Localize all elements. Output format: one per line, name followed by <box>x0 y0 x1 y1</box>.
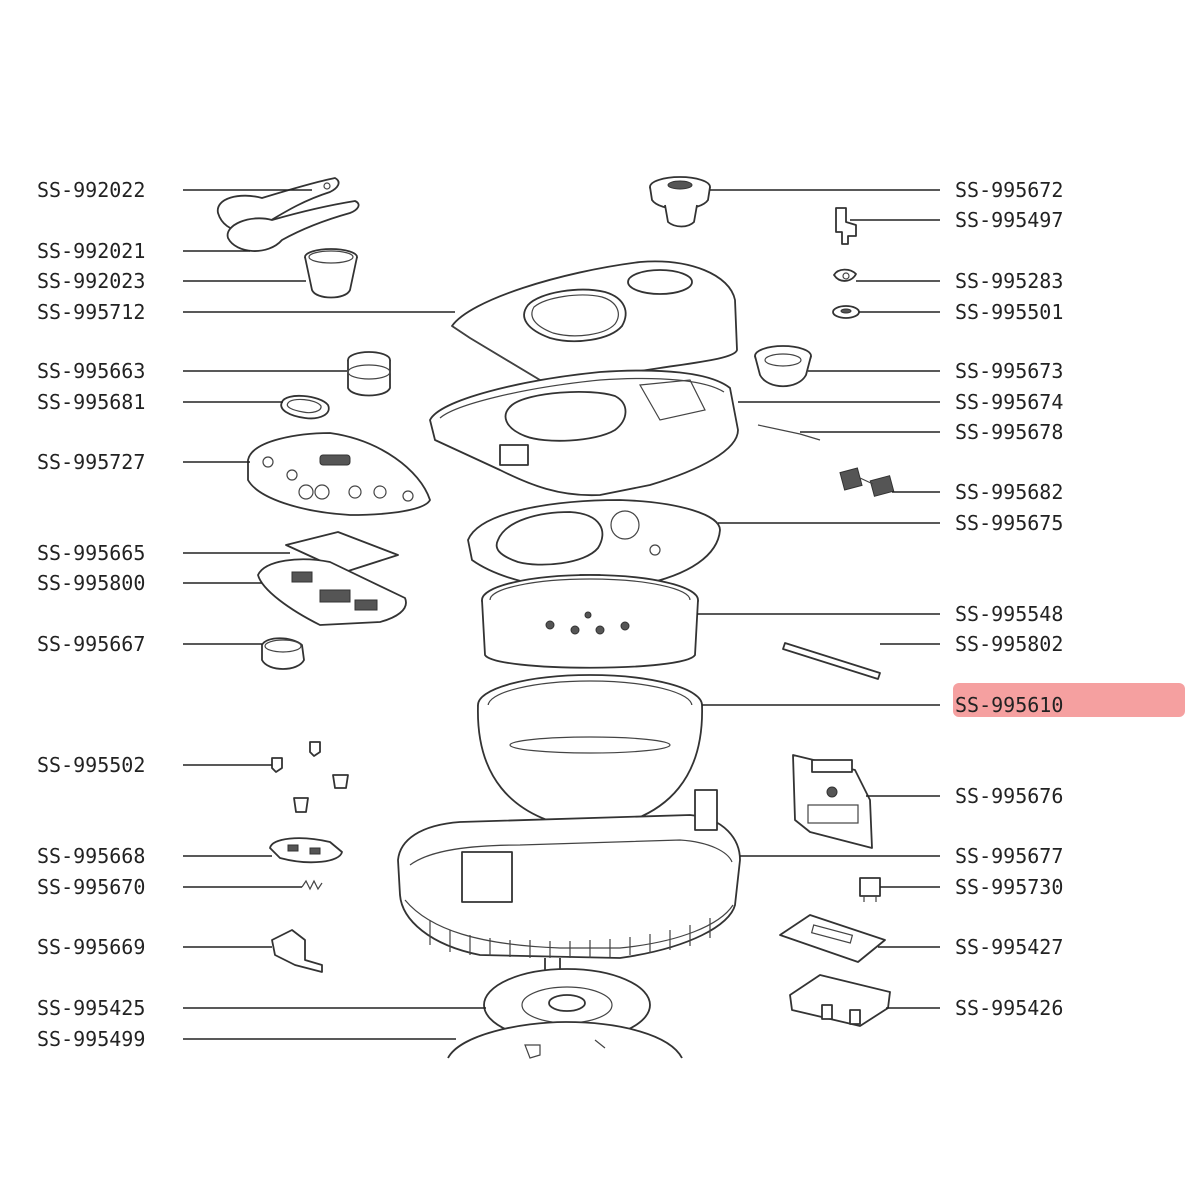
bottom-base-ring[interactable] <box>447 1021 683 1059</box>
part-label[interactable]: SS-995548 <box>955 602 1063 626</box>
part-label[interactable]: SS-995499 <box>37 1027 145 1051</box>
lid-latch[interactable] <box>269 837 343 864</box>
part-label[interactable]: SS-995501 <box>955 300 1063 324</box>
part-label[interactable]: SS-995682 <box>955 480 1063 504</box>
power-board[interactable] <box>779 914 886 963</box>
part-label[interactable]: SS-995668 <box>37 844 145 868</box>
heating-plate[interactable] <box>483 958 651 1042</box>
part-label[interactable]: SS-995730 <box>955 875 1063 899</box>
highlight-box <box>953 683 1185 717</box>
part-label[interactable]: SS-992021 <box>37 239 145 263</box>
lid-sensor-rod[interactable] <box>757 424 821 441</box>
part-label[interactable]: SS-995427 <box>955 935 1063 959</box>
part-label[interactable]: SS-995663 <box>37 359 145 383</box>
hinge-bracket[interactable] <box>792 754 873 849</box>
part-label[interactable]: SS-995727 <box>37 450 145 474</box>
part-label[interactable]: SS-995677 <box>955 844 1063 868</box>
part-label[interactable]: SS-995283 <box>955 269 1063 293</box>
terminal-board[interactable] <box>789 974 891 1027</box>
inner-lid-frame[interactable] <box>429 369 739 497</box>
part-label[interactable]: SS-995672 <box>955 178 1063 202</box>
micro-switch[interactable] <box>859 877 881 902</box>
leader-lines <box>183 189 940 1040</box>
part-label[interactable]: SS-995712 <box>37 300 145 324</box>
part-label[interactable]: SS-995676 <box>955 784 1063 808</box>
part-label[interactable]: SS-995665 <box>37 541 145 565</box>
rubber-feet[interactable] <box>271 741 349 813</box>
lid-connector[interactable] <box>839 467 895 497</box>
lid-clip[interactable] <box>835 207 857 245</box>
left-part-labels: SS-992022 SS-992021 SS-992023 SS-995712 … <box>37 178 145 1051</box>
steam-basket[interactable] <box>481 574 699 669</box>
valve-seat[interactable] <box>754 345 812 388</box>
part-label[interactable]: SS-995669 <box>37 935 145 959</box>
measuring-cup[interactable] <box>304 248 358 299</box>
inner-lid-plate[interactable] <box>467 499 721 591</box>
part-label[interactable]: SS-995802 <box>955 632 1063 656</box>
latch-hook[interactable] <box>271 929 323 973</box>
control-panel-cover[interactable] <box>247 432 431 516</box>
main-body-housing[interactable] <box>397 789 741 959</box>
part-label[interactable]: SS-995674 <box>955 390 1063 414</box>
part-label-highlighted[interactable]: SS-995610 <box>955 693 1063 717</box>
top-lid-cover[interactable] <box>451 260 738 385</box>
right-part-labels: SS-995672 SS-995497 SS-995283 SS-995501 … <box>955 178 1063 1020</box>
latch-spring[interactable] <box>301 879 323 891</box>
part-label[interactable]: SS-995426 <box>955 996 1063 1020</box>
part-label[interactable]: SS-995670 <box>37 875 145 899</box>
steam-valve-cap[interactable] <box>649 176 711 228</box>
small-gasket[interactable] <box>832 305 860 319</box>
part-label[interactable]: SS-995678 <box>955 420 1063 444</box>
part-label[interactable]: SS-995800 <box>37 571 145 595</box>
part-label[interactable]: SS-995502 <box>37 753 145 777</box>
measuring-rod[interactable] <box>782 642 881 680</box>
part-label[interactable]: SS-992023 <box>37 269 145 293</box>
part-label[interactable]: SS-995673 <box>955 359 1063 383</box>
valve-seal-ring[interactable] <box>280 395 330 420</box>
part-label[interactable]: SS-995675 <box>955 511 1063 535</box>
valve-cylinder[interactable] <box>347 351 391 397</box>
part-label[interactable]: SS-992022 <box>37 178 145 202</box>
push-button[interactable] <box>261 637 305 670</box>
inner-pot[interactable] <box>477 674 703 831</box>
part-label[interactable]: SS-995497 <box>955 208 1063 232</box>
control-board[interactable] <box>257 558 407 626</box>
spring-clip[interactable] <box>833 268 857 282</box>
part-label[interactable]: SS-995425 <box>37 996 145 1020</box>
rice-paddle-spoon[interactable] <box>217 177 360 252</box>
part-label[interactable]: SS-995681 <box>37 390 145 414</box>
part-label[interactable]: SS-995667 <box>37 632 145 656</box>
